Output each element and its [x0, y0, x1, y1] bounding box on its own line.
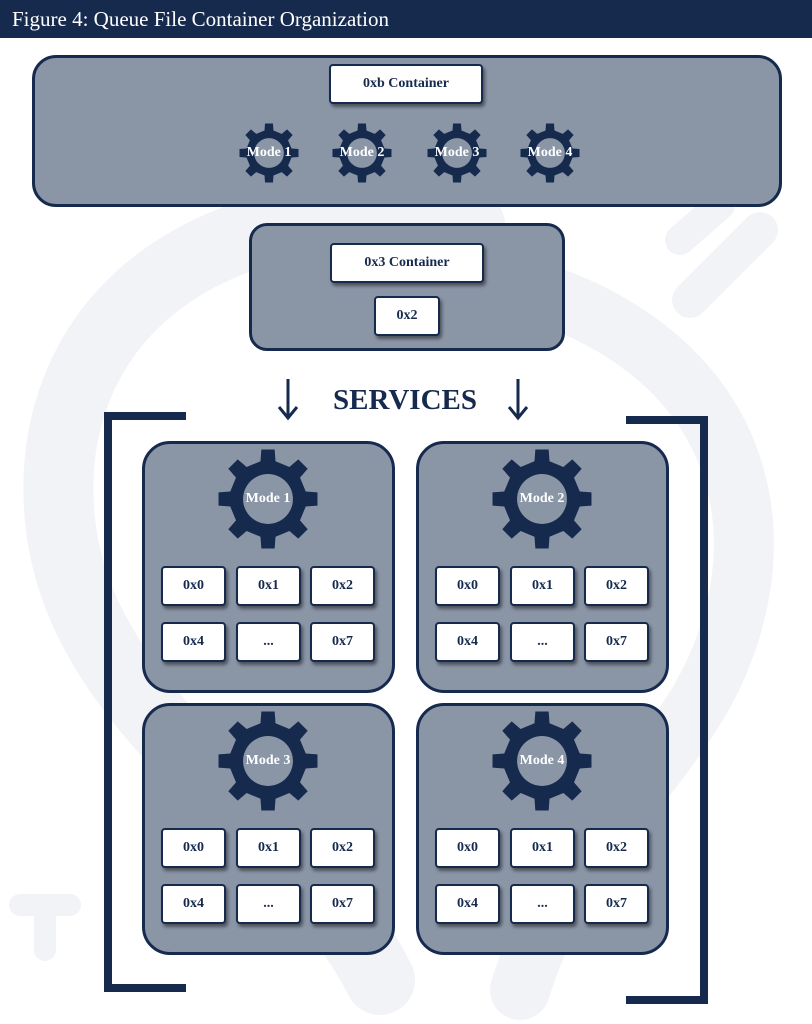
- service-cell: 0x0: [161, 828, 226, 868]
- gear-icon: [492, 449, 592, 549]
- services-label: SERVICES: [332, 384, 478, 416]
- gear-hole: [347, 138, 377, 168]
- top-mode-3: Mode 3: [426, 122, 488, 184]
- service-cell: 0x7: [310, 884, 375, 924]
- service-cell: 0x2: [310, 566, 375, 606]
- service-cell: 0x2: [584, 566, 649, 606]
- mode-label: Mode 1: [245, 491, 291, 506]
- gear-icon: [492, 711, 592, 811]
- service-cell: 0x1: [510, 828, 575, 868]
- gear-hole: [254, 138, 284, 168]
- gear-hole: [517, 474, 567, 524]
- service-mode-2: Mode 2: [490, 447, 594, 551]
- mid-container-item: 0x2: [374, 296, 440, 336]
- service-cell: 0x2: [310, 828, 375, 868]
- mode-label: Mode 3: [245, 753, 291, 768]
- top-container-label: 0xb Container: [329, 64, 483, 104]
- service-cell: 0x1: [236, 828, 301, 868]
- service-mode-3: Mode 3: [216, 709, 320, 813]
- gear-hole: [243, 474, 293, 524]
- service-cell: 0x0: [161, 566, 226, 606]
- service-cell: 0x7: [584, 622, 649, 662]
- mode-label: Mode 2: [339, 145, 385, 160]
- arrow-down-icon: [276, 377, 300, 421]
- service-cell: 0x4: [435, 884, 500, 924]
- top-mode-2: Mode 2: [331, 122, 393, 184]
- service-cell: 0x1: [510, 566, 575, 606]
- mode-label: Mode 2: [519, 491, 565, 506]
- figure-title: Figure 4: Queue File Container Organizat…: [0, 0, 812, 38]
- right-bracket: [626, 416, 708, 1004]
- gear-hole: [442, 138, 472, 168]
- gear-hole: [517, 736, 567, 786]
- service-cell: ...: [510, 622, 575, 662]
- gear-icon: [427, 123, 487, 183]
- service-cell: ...: [510, 884, 575, 924]
- arrow-down-icon: [506, 377, 530, 421]
- service-cell: 0x7: [584, 884, 649, 924]
- left-bracket: [104, 412, 186, 992]
- service-mode-4: Mode 4: [490, 709, 594, 813]
- service-cell: 0x1: [236, 566, 301, 606]
- service-cell: 0x7: [310, 622, 375, 662]
- mode-label: Mode 1: [246, 145, 292, 160]
- service-cell: 0x2: [584, 828, 649, 868]
- service-cell: 0x0: [435, 566, 500, 606]
- gear-icon: [239, 123, 299, 183]
- mid-container-label: 0x3 Container: [330, 243, 484, 283]
- service-cell: ...: [236, 622, 301, 662]
- service-mode-1: Mode 1: [216, 447, 320, 551]
- top-mode-1: Mode 1: [238, 122, 300, 184]
- gear-icon: [218, 711, 318, 811]
- service-cell: 0x0: [435, 828, 500, 868]
- mode-label: Mode 4: [519, 753, 565, 768]
- top-mode-4: Mode 4: [519, 122, 581, 184]
- mode-label: Mode 3: [434, 145, 480, 160]
- gear-hole: [243, 736, 293, 786]
- top-container-panel: [32, 55, 782, 207]
- service-cell: 0x4: [161, 622, 226, 662]
- mode-label: Mode 4: [527, 145, 573, 160]
- gear-hole: [535, 138, 565, 168]
- gear-icon: [332, 123, 392, 183]
- service-cell: 0x4: [161, 884, 226, 924]
- service-cell: 0x4: [435, 622, 500, 662]
- service-cell: ...: [236, 884, 301, 924]
- gear-icon: [520, 123, 580, 183]
- gear-icon: [218, 449, 318, 549]
